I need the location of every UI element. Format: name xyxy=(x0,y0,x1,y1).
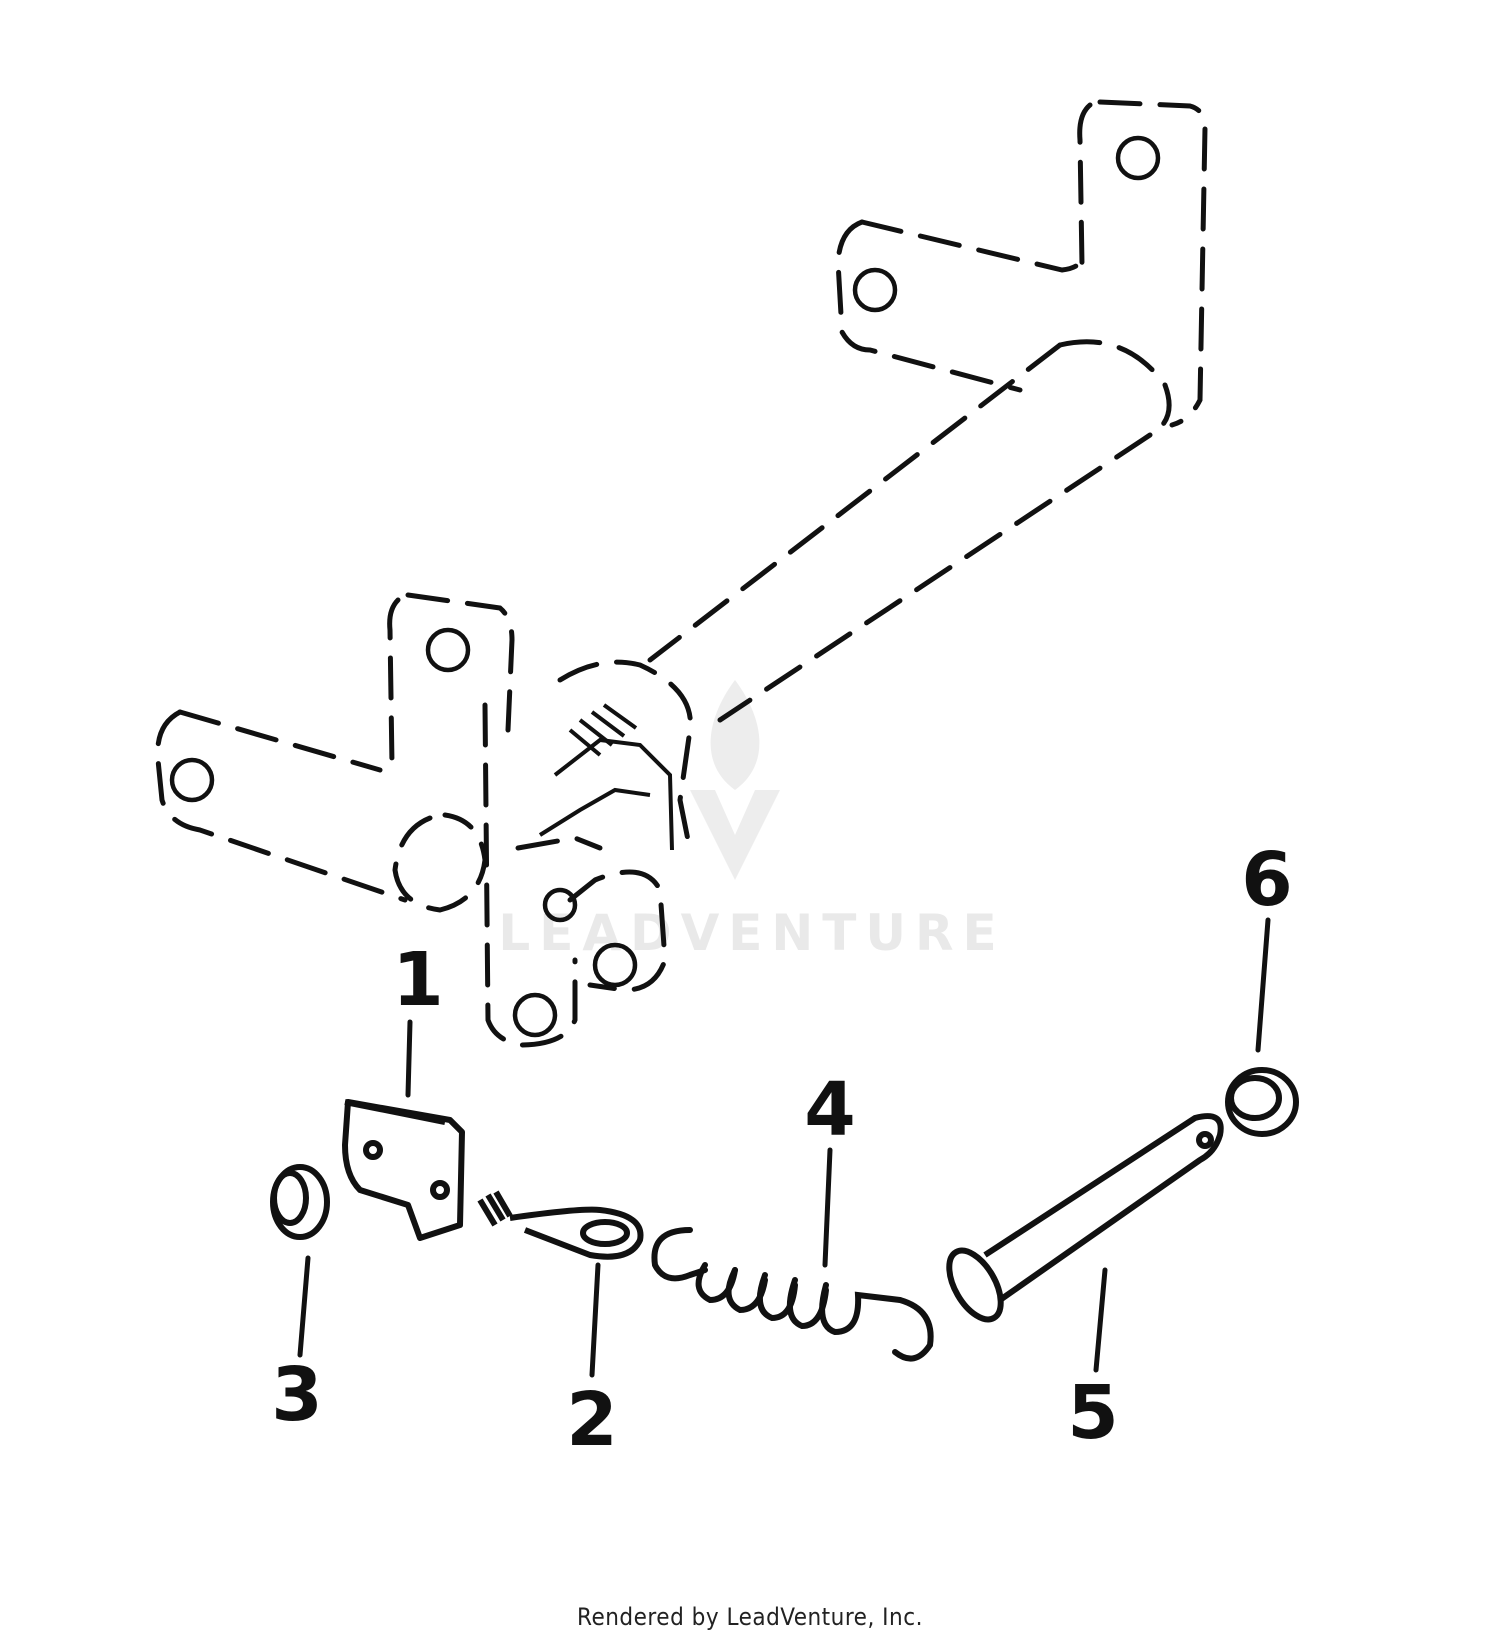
callout-2: 2 xyxy=(566,1377,618,1463)
part-4-spring xyxy=(651,1227,934,1362)
leader-line-1 xyxy=(405,1019,413,1098)
callout-5: 5 xyxy=(1067,1370,1119,1456)
hole-icon xyxy=(425,627,471,673)
callout-3: 3 xyxy=(271,1352,323,1438)
callout-4: 4 xyxy=(804,1067,856,1153)
pedal-shaft-assembly xyxy=(155,99,1208,1048)
callout-6: 6 xyxy=(1241,837,1293,923)
shaft-spring xyxy=(538,703,674,851)
leader-lines xyxy=(297,917,1271,1378)
hole-icon xyxy=(169,757,215,803)
watermark-text: LEADVENTURE xyxy=(498,904,1005,962)
callout-1: 1 xyxy=(392,937,444,1023)
leader-line-3 xyxy=(297,1255,311,1358)
hole-icon xyxy=(512,992,558,1038)
hole-icon xyxy=(542,887,578,923)
part-6-bushing xyxy=(1225,1067,1299,1137)
leader-line-2 xyxy=(589,1262,601,1378)
leader-line-5 xyxy=(1093,1267,1108,1373)
hole-icon xyxy=(1115,135,1161,181)
part-2-eye-bolt xyxy=(477,1190,644,1260)
part-5-clevis-pin xyxy=(946,1113,1224,1323)
leader-line-6 xyxy=(1255,917,1271,1053)
hole-icon xyxy=(852,267,898,313)
leader-line-4 xyxy=(822,1147,833,1268)
credit-text: Rendered by LeadVenture, Inc. xyxy=(577,1603,923,1631)
hole-icon xyxy=(592,942,638,988)
part-3-bushing xyxy=(270,1164,330,1240)
part-1-bracket xyxy=(342,1099,465,1241)
watermark-logo: LEADVENTURE xyxy=(498,680,1005,962)
arm-holes xyxy=(169,135,1161,1038)
callout-labels: 1 2 3 4 5 6 xyxy=(271,837,1293,1463)
